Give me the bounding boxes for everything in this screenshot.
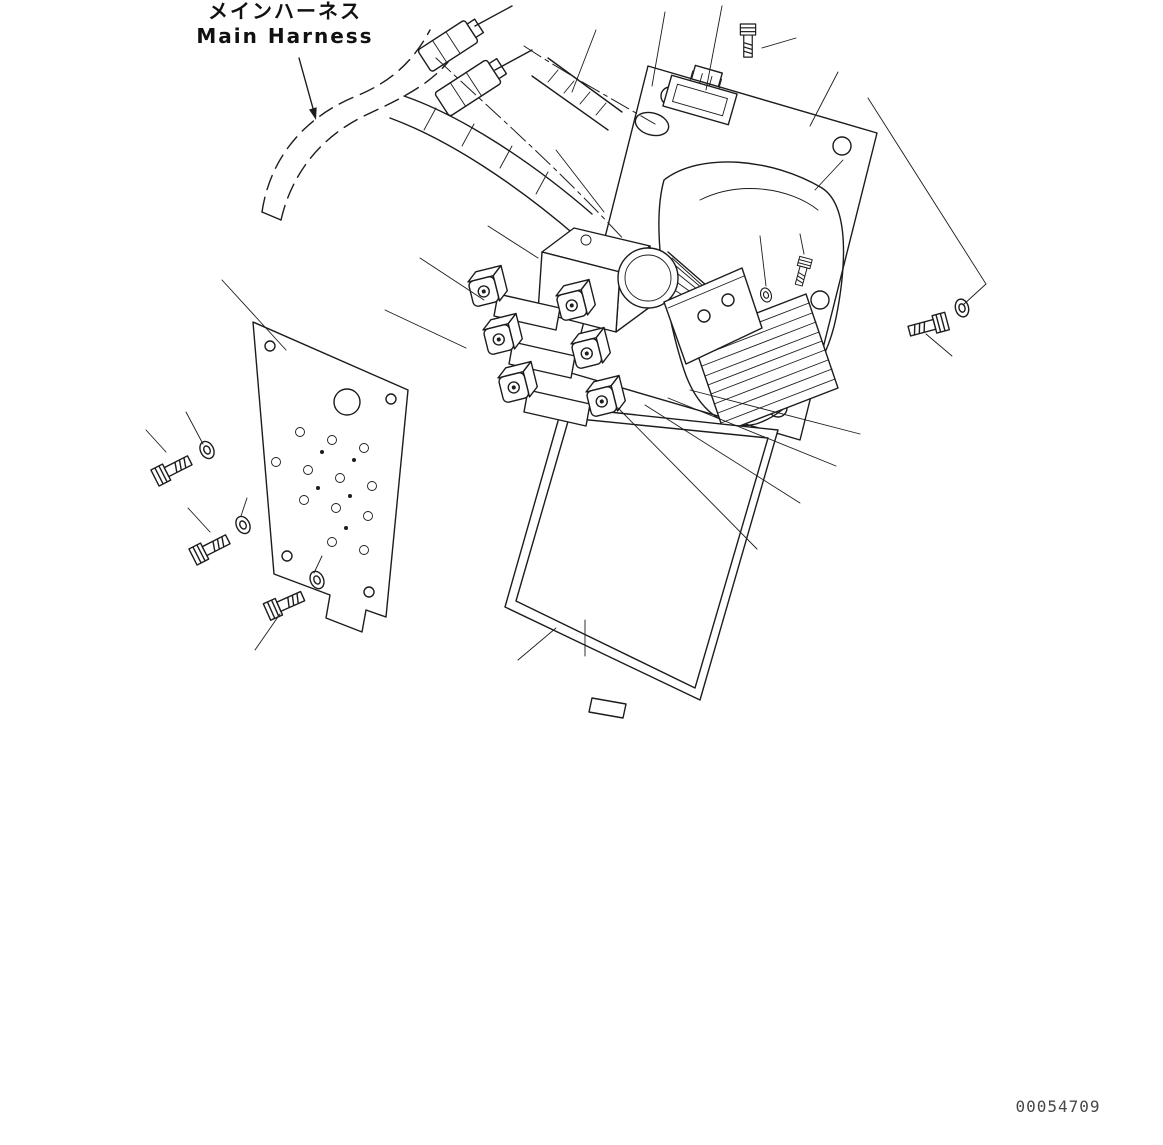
plate-bolt-2 [188, 530, 233, 566]
main-harness-label-jp: メインハーネス [208, 0, 362, 23]
plate-washer-1 [196, 438, 218, 462]
main-harness-cable [261, 29, 449, 221]
valve-bracket-plate [663, 267, 763, 365]
valve-cylinder [617, 247, 679, 309]
harness-hose-upper [523, 45, 656, 131]
cover-frame [504, 406, 779, 719]
harness-connector-tails [474, 5, 533, 71]
main-harness-callout: メインハーネス Main Harness [196, 0, 373, 120]
mounting-plate [252, 321, 409, 633]
harness-connector-upper [417, 18, 485, 72]
plate-bolt-1 [150, 451, 195, 487]
panel-top-bolt [739, 23, 757, 58]
plate-bolt-3 [262, 587, 307, 621]
drawing-number: 00054709 [1015, 1097, 1100, 1116]
panel-connector-block [662, 64, 738, 126]
plate-washer-2 [232, 513, 254, 537]
panel-grommet-hole [634, 111, 670, 137]
solenoid-bodies [493, 293, 591, 427]
leader-lines [145, 5, 987, 661]
harness-hose-to-valve [389, 57, 629, 245]
main-harness-label-en: Main Harness [196, 24, 373, 48]
arrowhead [309, 107, 317, 120]
